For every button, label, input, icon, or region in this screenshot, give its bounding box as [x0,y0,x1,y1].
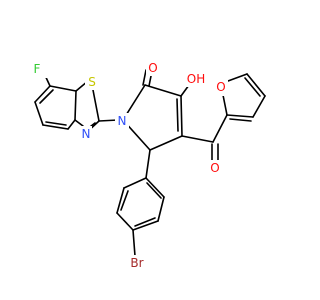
bond [180,95,183,137]
bonds [34,69,266,257]
hydroxyl-atom-label: OH [187,72,205,86]
bond [116,212,134,231]
bond [132,220,159,231]
bond [34,101,44,126]
fluorine-atom-label: F [34,62,41,76]
bond [45,121,67,126]
bond [145,177,165,198]
bond [145,149,151,179]
bond [212,114,228,143]
bond [49,85,77,92]
bond [123,177,147,189]
bond [226,114,254,118]
bond [244,77,261,97]
bond [157,196,165,222]
bond [67,119,76,130]
sulfur-atom-label: S [88,75,96,89]
bond [146,182,162,199]
bond [144,84,182,97]
bond [134,217,156,227]
bond [116,187,125,214]
lactam-oxygen-atom-label: O [148,61,157,75]
bond [176,98,179,132]
bond [74,119,84,127]
thiazole-nitrogen-atom-label: N [82,127,91,141]
bond [42,124,69,130]
atom-labels: F S N N O OH O O Br [34,60,228,271]
molecule-structure: F S N N O OH O O Br [34,60,266,271]
furan-oxygen-atom-label: O [216,80,225,94]
bond [92,89,100,122]
bond [149,135,183,151]
bond [181,135,214,143]
bond [229,118,252,122]
bond [132,229,136,257]
bond [246,73,266,97]
bond [39,89,54,104]
pyrrole-nitrogen-atom-label: N [118,114,127,128]
bond [120,190,129,211]
bond [34,85,51,103]
bromine-atom-label: Br [130,256,143,270]
bond [98,119,119,122]
bond [74,90,77,121]
ketone-oxygen-atom-label: O [210,161,219,175]
bond [227,73,248,82]
bond [252,95,266,118]
bond [142,69,147,86]
